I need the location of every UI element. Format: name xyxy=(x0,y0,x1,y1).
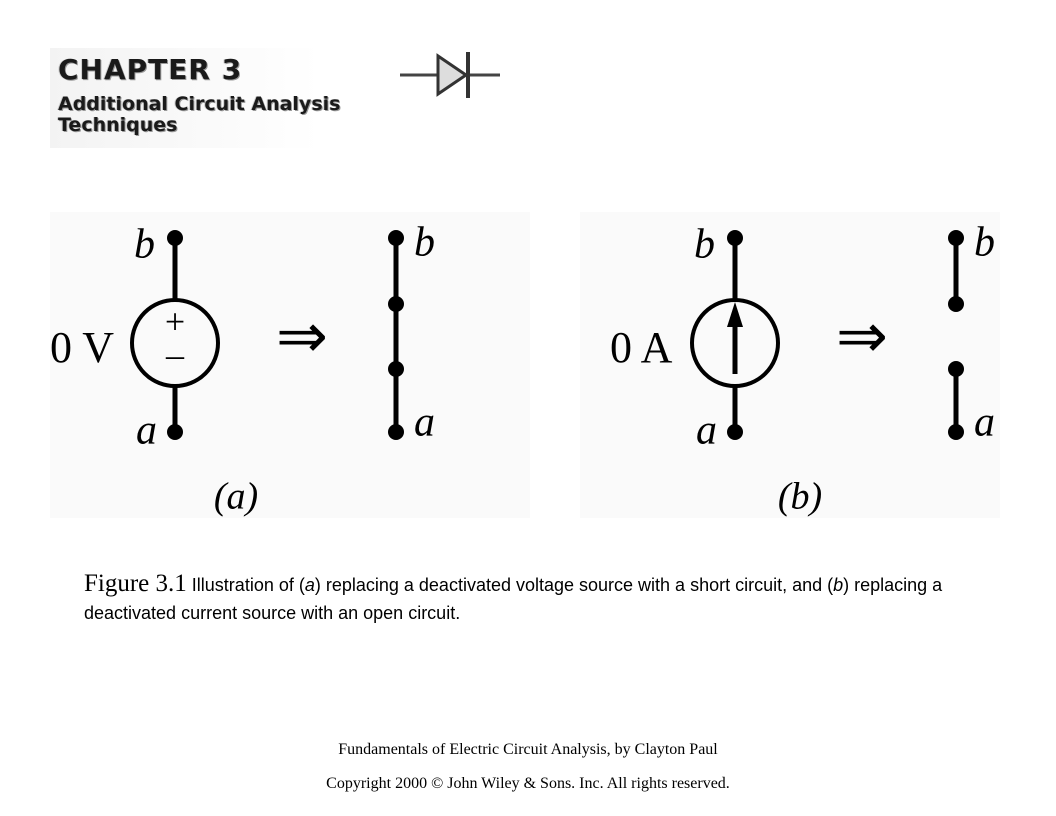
diagram-panel-a: + – 0 V b a ⇒ b a (a) xyxy=(50,212,530,518)
short-node-upper-dot xyxy=(388,296,404,312)
terminal-b-dot xyxy=(727,230,743,246)
result-terminal-b-dot xyxy=(948,230,964,246)
source-label: 0 V xyxy=(50,323,114,372)
result-terminal-a-dot xyxy=(388,424,404,440)
result-terminal-a-dot xyxy=(948,424,964,440)
node-label-a: a xyxy=(136,408,157,454)
result-node-label-a: a xyxy=(414,400,435,446)
diode-icon xyxy=(400,52,500,98)
chapter-subtitle: Additional Circuit Analysis Techniques xyxy=(58,93,341,136)
caption-text-2: ) replacing a deactivated voltage source… xyxy=(314,575,834,595)
result-terminal-b-dot xyxy=(388,230,404,246)
open-node-upper-dot xyxy=(948,296,964,312)
caption-text-1: Illustration of ( xyxy=(191,575,305,595)
terminal-a-dot xyxy=(167,424,183,440)
result-node-label-a: a xyxy=(974,400,995,446)
chapter-banner: CHAPTER 3 Additional Circuit Analysis Te… xyxy=(50,48,500,148)
circuit-diagram-a: + – 0 V b a ⇒ b a (a) xyxy=(50,220,435,518)
terminal-a-dot xyxy=(727,424,743,440)
result-node-label-b: b xyxy=(414,220,435,266)
node-label-b: b xyxy=(694,222,715,268)
open-node-lower-dot xyxy=(948,361,964,377)
banner-text: CHAPTER 3 Additional Circuit Analysis Te… xyxy=(58,56,438,136)
diagram-panel-b: 0 A b a ⇒ b a (b) xyxy=(580,212,1000,518)
implies-arrow: ⇒ xyxy=(276,299,328,372)
source-label: 0 A xyxy=(610,323,673,372)
caption-em-a: a xyxy=(304,575,315,595)
node-label-a: a xyxy=(696,408,717,454)
node-label-b: b xyxy=(134,222,155,268)
figure-label: Figure 3.1 xyxy=(84,570,187,597)
footer-copyright: Copyright 2000 © John Wiley & Sons. Inc.… xyxy=(326,775,730,792)
terminal-b-dot xyxy=(167,230,183,246)
current-arrow-head xyxy=(727,302,743,327)
panel-label-b: (b) xyxy=(778,476,822,518)
voltage-source-circle xyxy=(130,298,220,388)
minus-sign: – xyxy=(165,334,185,374)
short-node-lower-dot xyxy=(388,361,404,377)
footer-book-title: Fundamentals of Electric Circuit Analysi… xyxy=(338,741,718,758)
plus-sign: + xyxy=(165,301,185,341)
figure-caption: Figure 3.1 Illustration of (a) replacing… xyxy=(84,570,964,627)
result-node-label-b: b xyxy=(974,220,995,266)
implies-arrow: ⇒ xyxy=(836,299,888,372)
circuit-diagram-b: 0 A b a ⇒ b a (b) xyxy=(610,220,995,518)
chapter-title: CHAPTER 3 xyxy=(58,53,243,86)
caption-em-b: b xyxy=(833,575,844,595)
panel-label-a: (a) xyxy=(214,476,258,518)
current-source-circle xyxy=(690,298,780,388)
caption-text-3: ) replacing a deactivated current source… xyxy=(84,575,943,623)
